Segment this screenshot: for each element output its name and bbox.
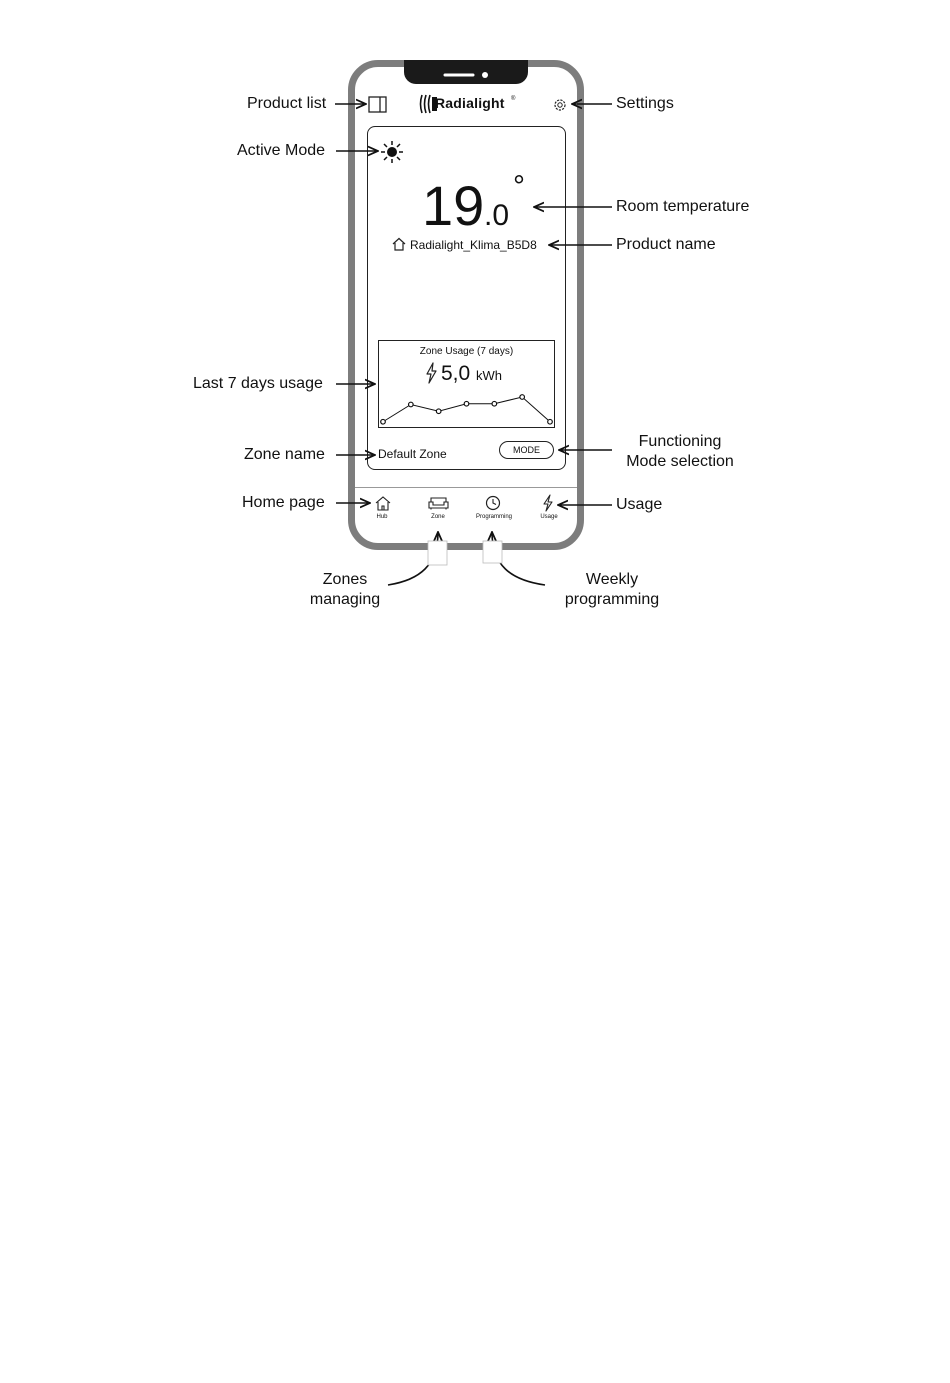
callout-arrows <box>0 0 950 1383</box>
